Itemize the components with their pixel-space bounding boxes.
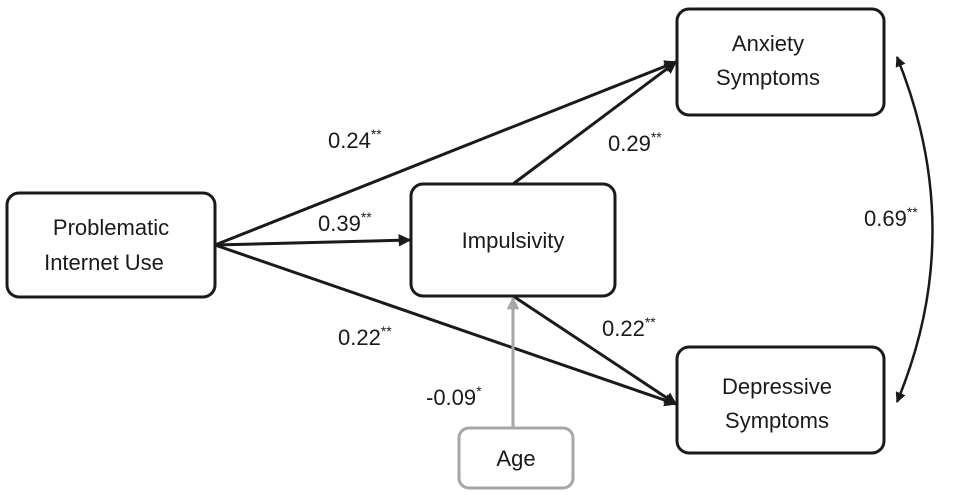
coef-piu-anxiety: 0.24** <box>328 126 382 153</box>
node-label-line: Depressive <box>722 374 832 399</box>
coef-piu-impulsivity: 0.39** <box>318 209 372 236</box>
node-label-line: Symptoms <box>725 408 829 433</box>
node-label-line: Internet Use <box>44 250 164 275</box>
coef-anxiety-depressive: 0.69** <box>864 204 918 231</box>
coef-significance: ** <box>645 314 656 330</box>
coef-value: 0.22 <box>338 325 381 350</box>
node-label-line: Impulsivity <box>462 228 565 253</box>
arrow-impulsivity-depressive <box>512 294 678 406</box>
node-label-line: Anxiety <box>732 31 804 56</box>
node-label-line: Problematic <box>53 215 169 240</box>
coef-significance: ** <box>651 129 662 145</box>
node-anxiety-symptoms: Anxiety Symptoms <box>675 7 886 117</box>
coef-significance: ** <box>381 323 392 339</box>
coef-significance: ** <box>361 209 372 225</box>
coef-significance: ** <box>907 204 918 220</box>
coef-significance: * <box>476 383 482 399</box>
coef-value: 0.22 <box>602 316 645 341</box>
node-impulsivity: Impulsivity <box>409 182 617 298</box>
coef-value: 0.24 <box>328 128 371 153</box>
arrow-piu-anxiety <box>214 60 678 247</box>
coef-age-impulsivity: -0.09* <box>426 383 482 410</box>
coef-significance: ** <box>371 126 382 142</box>
node-problematic-internet-use: Problematic Internet Use <box>5 191 217 299</box>
node-depressive-symptoms: Depressive Symptoms <box>675 345 886 455</box>
coef-value: -0.09 <box>426 385 476 410</box>
coef-value: 0.29 <box>608 131 651 156</box>
node-age: Age <box>457 426 575 490</box>
arrow-piu-impulsivity <box>214 233 412 247</box>
node-label-line: Symptoms <box>716 65 820 90</box>
coef-value: 0.69 <box>864 206 907 231</box>
arrow-anxiety-depressive-correlation <box>895 56 934 403</box>
coef-piu-depressive: 0.22** <box>338 323 392 350</box>
arrow-impulsivity-anxiety <box>512 60 678 186</box>
arrow-piu-depressive <box>214 243 678 407</box>
coef-impulsivity-anxiety: 0.29** <box>608 129 662 156</box>
coef-value: 0.39 <box>318 211 361 236</box>
coef-impulsivity-depressive: 0.22** <box>602 314 656 341</box>
node-label-line: Age <box>496 446 535 471</box>
